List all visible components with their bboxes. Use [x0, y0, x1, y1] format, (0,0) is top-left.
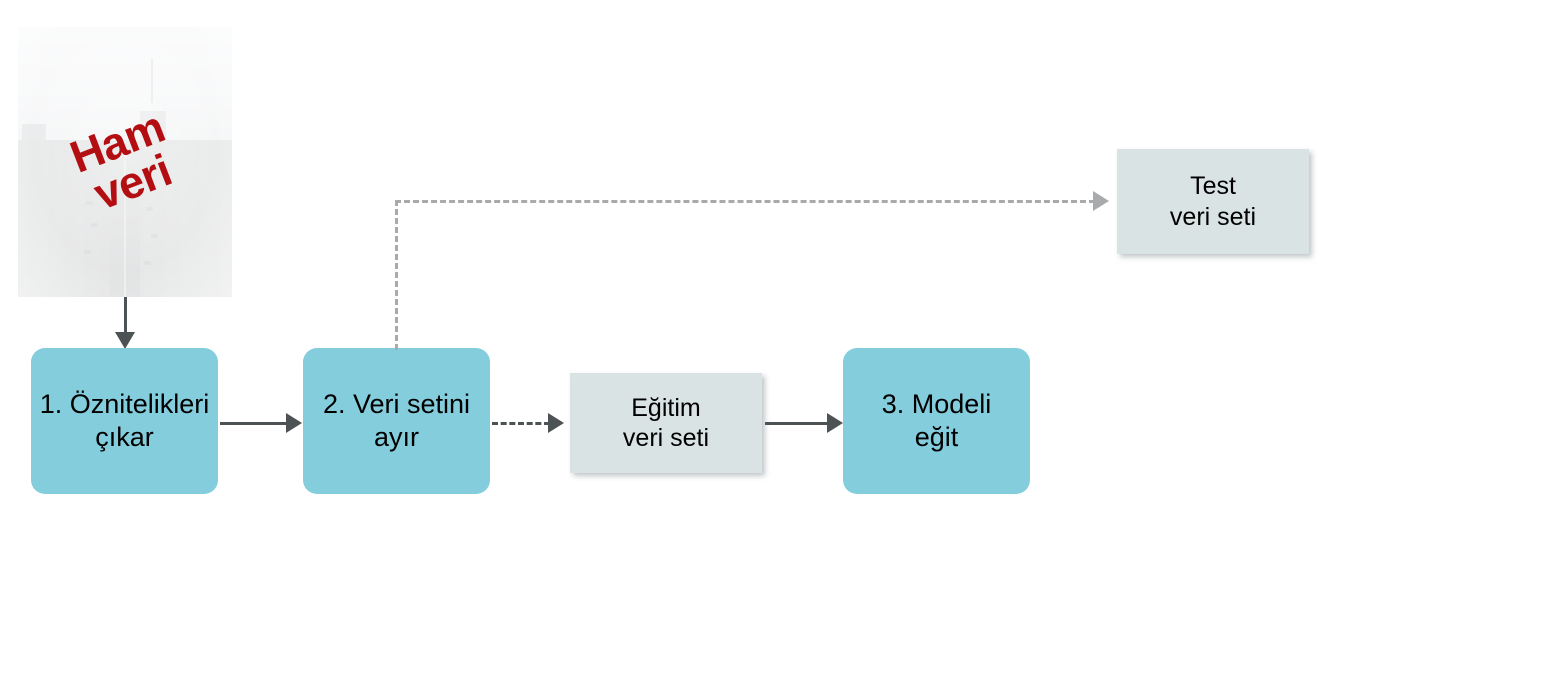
node-split-dataset[interactable]: 2. Veri setini ayır: [303, 348, 490, 494]
edge-dashed-line: [492, 422, 550, 425]
edge-dashed-line-horizontal: [395, 200, 1095, 203]
photo-whitewash-overlay: [18, 27, 232, 297]
edge-arrowhead: [115, 332, 135, 349]
edge-arrowhead: [286, 413, 302, 433]
node-train-model[interactable]: 3. Modeli eğit: [843, 348, 1030, 494]
edge-line: [124, 297, 127, 335]
edge-arrowhead: [1093, 191, 1109, 211]
edge-arrowhead: [548, 413, 564, 433]
raw-data-photo: Ham veri: [18, 27, 232, 297]
photo-vignette: [18, 27, 232, 297]
node-extract-features[interactable]: 1. Öznitelikleri çıkar: [31, 348, 218, 494]
edge-arrowhead: [827, 413, 843, 433]
edge-dashed-line-vertical: [395, 200, 398, 350]
edge-line: [765, 422, 829, 425]
node-test-set[interactable]: Test veri seti: [1117, 149, 1309, 254]
edge-line: [220, 422, 288, 425]
node-training-set[interactable]: Eğitim veri seti: [570, 373, 762, 473]
